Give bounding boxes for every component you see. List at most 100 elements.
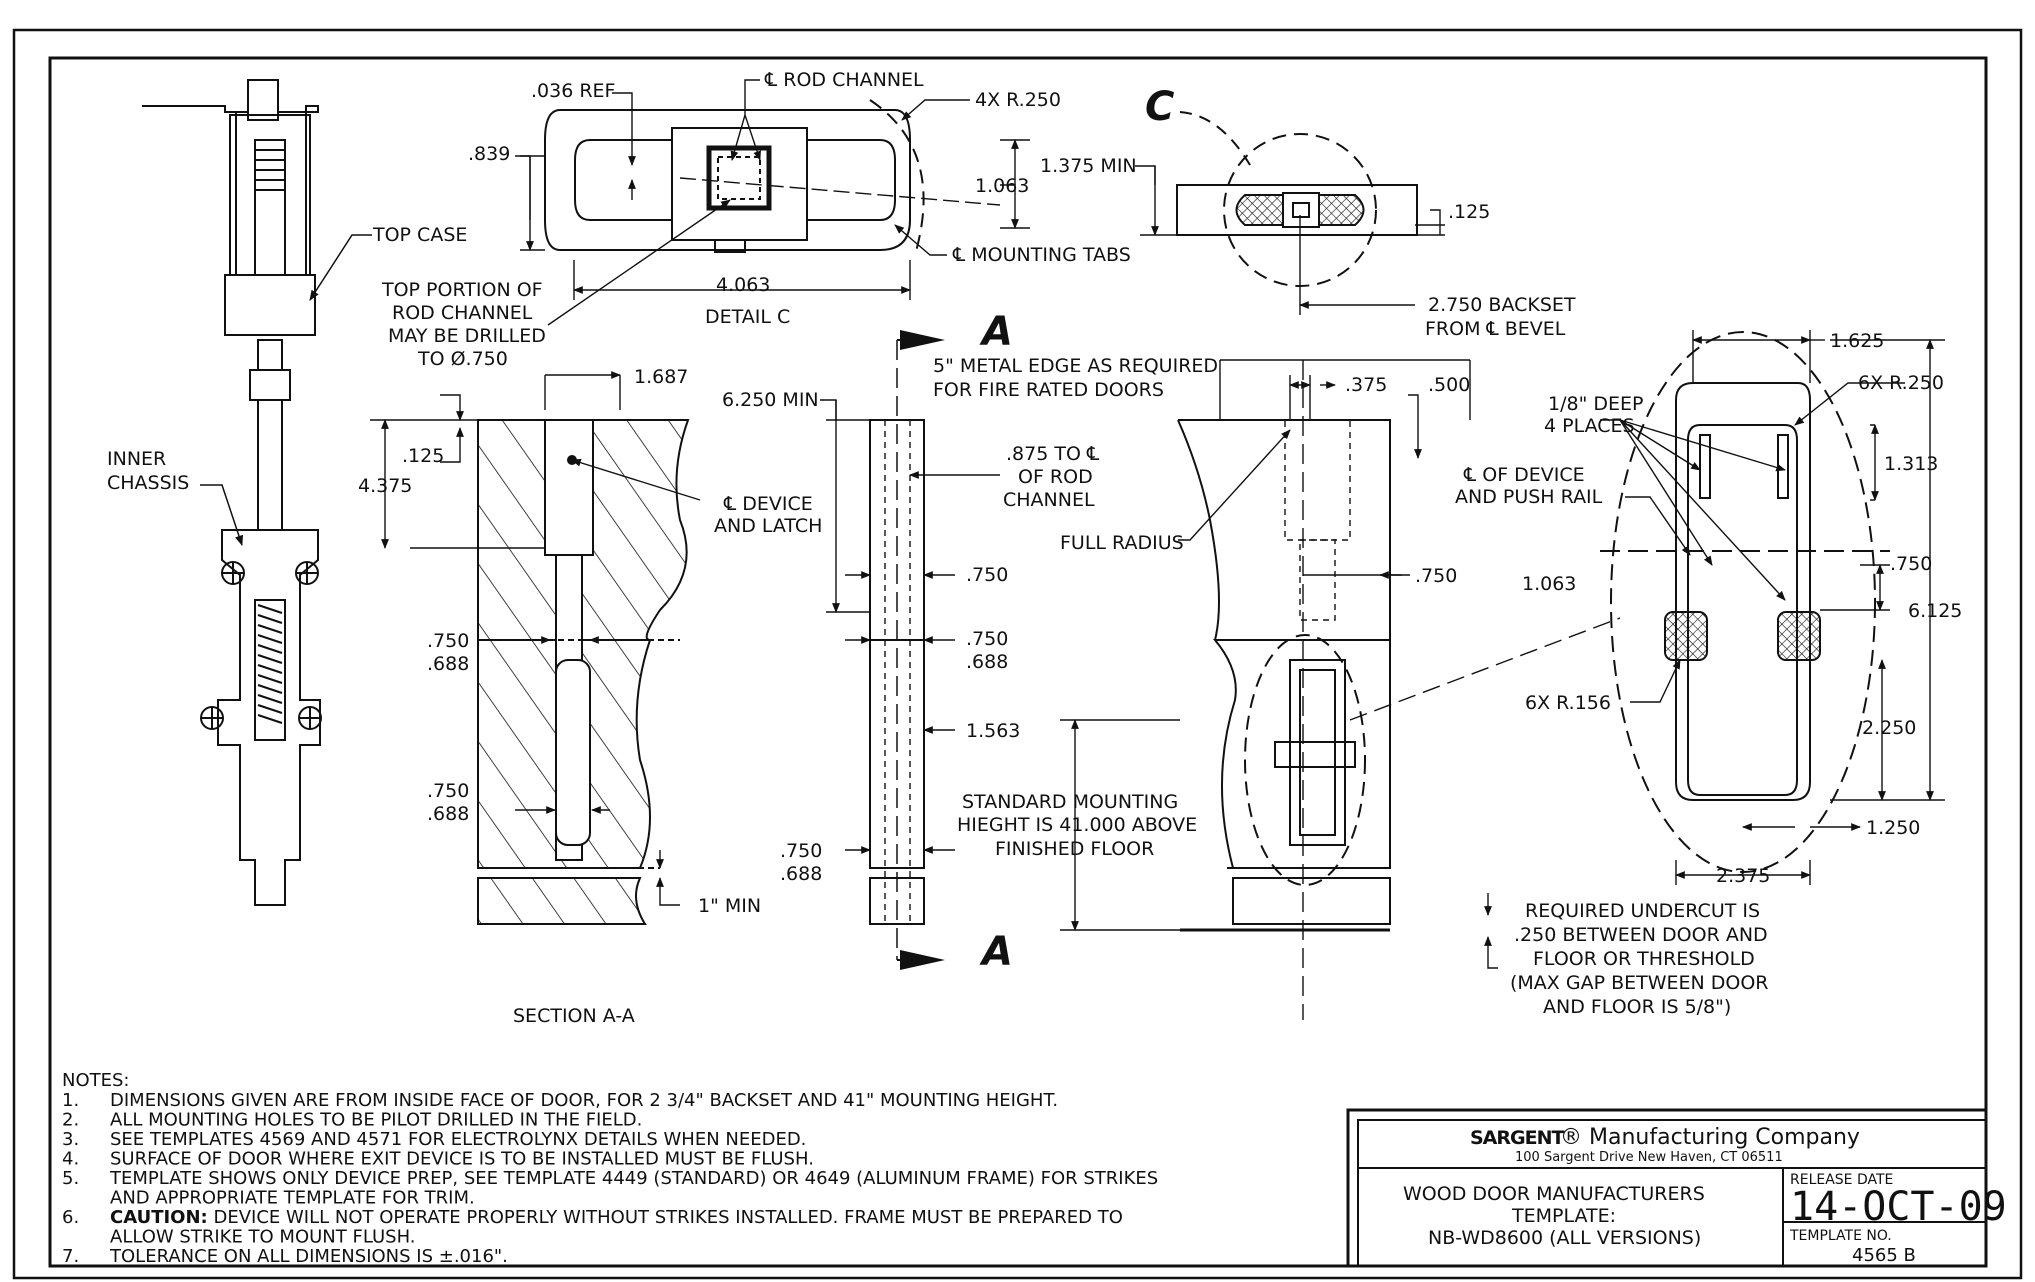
face-view <box>1177 360 1391 1020</box>
dim-750-e2-label: .750 <box>966 628 1008 650</box>
section-mark-bottom: A <box>979 929 1013 975</box>
note-text: DIMENSIONS GIVEN ARE FROM INSIDE FACE OF… <box>110 1090 1058 1111</box>
top-case-label: TOP CASE <box>372 224 467 246</box>
top-view-dims <box>1135 165 1445 315</box>
dim-750-e1-label: .750 <box>966 564 1008 586</box>
deep-label-1: 1/8" DEEP <box>1548 393 1643 415</box>
dim-2250-label: 2.250 <box>1862 717 1916 739</box>
drill-note-4: TO Ø.750 <box>417 348 508 370</box>
radius-6x-156-label: 6X R.156 <box>1525 692 1611 714</box>
detail-c-view <box>544 99 925 256</box>
note-number: 2. <box>62 1110 79 1131</box>
dim-839-label: .839 <box>468 143 510 165</box>
edge-view <box>869 334 925 966</box>
dim-688-a-label: .688 <box>427 653 469 675</box>
mount-label-3: FINISHED FLOOR <box>995 838 1154 860</box>
rod-label-2: OF ROD <box>1018 466 1093 488</box>
dim-6125-label: 6.125 <box>1908 600 1962 622</box>
dim-750-e3-label: .750 <box>780 840 822 862</box>
note-text: CAUTION: DEVICE WILL NOT OPERATE PROPERL… <box>110 1207 1123 1228</box>
dim-750-a-label: .750 <box>427 630 469 652</box>
exit-device-side-view <box>142 79 322 906</box>
left-device-leaders <box>200 234 372 546</box>
inner-border <box>48 56 1988 1268</box>
inner-chassis-label-1: INNER <box>107 448 166 470</box>
note-text: TEMPLATE SHOWS ONLY DEVICE PREP, SEE TEM… <box>109 1168 1158 1189</box>
notes-block: NOTES: 1.DIMENSIONS GIVEN ARE FROM INSID… <box>62 1070 1158 1267</box>
dim-750-right-label: .750 <box>1890 553 1932 575</box>
note-text: SEE TEMPLATES 4569 AND 4571 FOR ELECTROL… <box>110 1129 806 1150</box>
dim-688-e3-label: .688 <box>780 863 822 885</box>
note-text: AND APPROPRIATE TEMPLATE FOR TRIM. <box>110 1188 475 1209</box>
note-text: TOLERANCE ON ALL DIMENSIONS IS ±.016". <box>109 1246 508 1267</box>
note-number: 3. <box>62 1129 79 1150</box>
dim-1250-label: 1.250 <box>1866 817 1920 839</box>
device-latch-label-1: ℄ DEVICE <box>723 493 813 515</box>
callout-c-label: C <box>1145 84 1174 130</box>
drill-note-2: ROD CHANNEL <box>392 302 533 324</box>
note-text: ALLOW STRIKE TO MOUNT FLUSH. <box>110 1227 416 1248</box>
top-view <box>1176 111 1418 287</box>
mount-label-2: HIEGHT IS 41.000 ABOVE <box>957 814 1197 836</box>
template-no-label: TEMPLATE NO. <box>1789 1228 1892 1244</box>
dim-1313-label: 1.313 <box>1884 453 1938 475</box>
metal-edge-label-1: 5" METAL EDGE AS REQUIRED <box>933 355 1218 377</box>
undercut-label-3: FLOOR OR THRESHOLD <box>1533 948 1755 970</box>
drill-note-1: TOP PORTION OF <box>381 279 543 301</box>
template-no-value: 4565 B <box>1852 1245 1916 1266</box>
dim-1063-right-label: 1.063 <box>1522 573 1576 595</box>
mounting-tabs-label: ℄ MOUNTING TABS <box>952 244 1131 266</box>
edge-view-dims <box>820 399 1000 854</box>
detail-c-dims <box>515 79 1030 326</box>
notes-heading: NOTES: <box>62 1070 130 1091</box>
note-caution-text: DEVICE WILL NOT OPERATE PROPERLY WITHOUT… <box>208 1207 1123 1228</box>
rod-label-1: .875 TO ℄ <box>1006 443 1100 465</box>
metal-edge-label-2: FOR FIRE RATED DOORS <box>933 379 1164 401</box>
face-view-dims <box>1060 359 1621 969</box>
release-date-label: RELEASE DATE <box>1790 1172 1893 1188</box>
full-radius-label: FULL RADIUS <box>1060 532 1184 554</box>
release-date-value: 14-OCT-09 <box>1790 1184 2007 1230</box>
note-number: 6. <box>62 1207 79 1228</box>
inner-chassis-label-2: CHASSIS <box>107 472 189 494</box>
dim-688-b-label: .688 <box>427 803 469 825</box>
rod-label-3: CHANNEL <box>1003 489 1095 511</box>
company-brand: SARGENT <box>1470 1127 1564 1149</box>
dim-4375-label: 4.375 <box>358 475 412 497</box>
radius-4x-label: 4X R.250 <box>975 89 1061 111</box>
section-aa-dims <box>370 371 701 906</box>
undercut-label-4: (MAX GAP BETWEEN DOOR <box>1510 972 1769 994</box>
backset-label-1: 2.750 BACKSET <box>1428 294 1576 316</box>
drill-note-3: MAY BE DRILLED <box>388 325 546 347</box>
section-arrow-bottom <box>900 950 945 970</box>
dim-125-sec-label: .125 <box>402 445 444 467</box>
note-number: 4. <box>62 1149 79 1170</box>
detail-c-title: DETAIL C <box>705 306 790 328</box>
dim-750-face-label: .750 <box>1415 565 1457 587</box>
template-title-3: NB-WD8600 (ALL VERSIONS) <box>1428 1227 1701 1249</box>
backset-label-2: FROM ℄ BEVEL <box>1425 318 1566 340</box>
dim-2375-label: 2.375 <box>1716 865 1770 887</box>
outer-border <box>12 28 2023 1280</box>
undercut-label-5: AND FLOOR IS 5/8") <box>1543 996 1731 1018</box>
dim-500-label: .500 <box>1428 374 1470 396</box>
template-title-1: WOOD DOOR MANUFACTURERS <box>1403 1183 1705 1205</box>
title-block <box>1346 1108 1988 1268</box>
deep-label-2: 4 PLACES <box>1544 415 1635 437</box>
rod-channel-label: ℄ ROD CHANNEL <box>764 69 924 91</box>
undercut-label-1: REQUIRED UNDERCUT IS <box>1525 900 1760 922</box>
company-name: ® Manufacturing Company <box>1560 1125 1860 1150</box>
ref-036-label: .036 REF <box>531 80 615 102</box>
template-title-2: TEMPLATE: <box>1511 1205 1616 1227</box>
section-mark-top: A <box>979 309 1013 355</box>
pushrail-label-2: AND PUSH RAIL <box>1455 486 1603 508</box>
dim-1063-label: 1.063 <box>975 175 1029 197</box>
dim-1563-label: 1.563 <box>966 720 1020 742</box>
dim-1375-label: 1.375 MIN <box>1040 155 1137 177</box>
dim-4063-label: 4.063 <box>716 274 770 296</box>
min-1-label: 1" MIN <box>698 895 761 917</box>
note-number: 5. <box>62 1168 79 1189</box>
dim-125-top-label: .125 <box>1448 201 1490 223</box>
dim-750-b-label: .750 <box>427 780 469 802</box>
